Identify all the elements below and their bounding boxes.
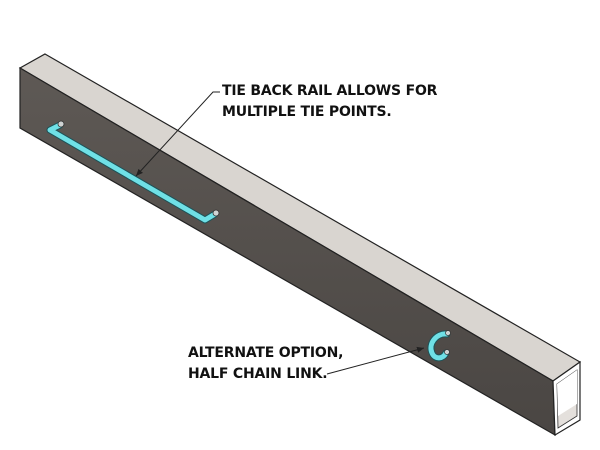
leader-line-tie-back-rail	[135, 91, 220, 177]
annotation-half-chain-link-line2: HALF CHAIN LINK.	[188, 366, 328, 382]
half-chain-link	[427, 330, 451, 362]
annotation-half-chain-link-line1: ALTERNATE OPTION,	[188, 345, 344, 361]
annotation-tie-back-rail-line2: MULTIPLE TIE POINTS.	[222, 104, 392, 120]
annotation-tie-back-rail: TIE BACK RAIL ALLOWS FOR MULTIPLE TIE PO…	[222, 81, 437, 123]
leader-line-half-chain-link	[326, 346, 425, 375]
tie-back-rail	[46, 120, 220, 224]
beam-end-inner-shadow	[557, 370, 577, 416]
annotation-tie-back-rail-line1: TIE BACK RAIL ALLOWS FOR	[222, 83, 438, 99]
annotation-half-chain-link: ALTERNATE OPTION, HALF CHAIN LINK.	[188, 343, 343, 385]
